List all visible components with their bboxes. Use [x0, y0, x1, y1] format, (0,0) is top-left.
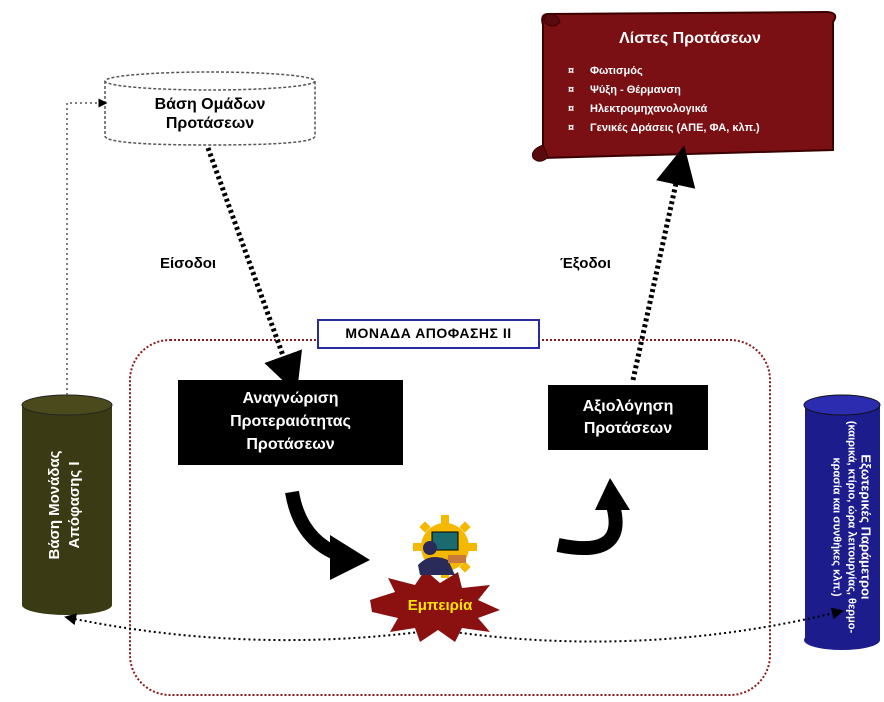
- bullet-icon: ¤: [568, 103, 575, 115]
- decision-unit-ii-title: ΜΟΝΑΔΑ ΑΠΟΦΑΣΗΣ ΙΙ: [345, 325, 512, 341]
- left-curved-arrow: [285, 490, 370, 580]
- proposal-list-item-label: Γενικές Δράσεις (ΑΠΕ, ΦΑ, κλπ.): [590, 122, 760, 134]
- decision-unit-i-db-line1: Βάση Μονάδας: [46, 450, 63, 560]
- external-params-db-line2: (καιρικά, κτίριο, ώρα λειτουργίας, θερμο…: [845, 420, 858, 634]
- proposal-list-item: ¤ Φωτισμός: [568, 62, 760, 81]
- outputs-arrow: [630, 145, 696, 381]
- priority-box-line2: Προτεραιότητας: [230, 413, 351, 430]
- external-params-db-shape: [803, 394, 881, 650]
- decision-unit-ii-title-box: [317, 319, 540, 349]
- proposal-list-item-label: Ηλεκτρομηχανολογικά: [590, 103, 708, 115]
- evaluation-box-label: Αξιολόγηση Προτάσεων: [548, 396, 708, 440]
- gear-person-icon: [413, 515, 477, 578]
- experience-label: Εμπειρία: [407, 597, 473, 614]
- evaluation-box-line2: Προτάσεων: [583, 420, 673, 437]
- proposal-list-item: ¤ Ψύξη - Θέρμανση: [568, 81, 760, 100]
- outputs-label: Έξοδοι: [560, 255, 611, 272]
- bullet-icon: ¤: [568, 122, 575, 134]
- proposal-list-item-label: Φωτισμός: [590, 65, 643, 77]
- db-link-line: [66, 98, 108, 395]
- proposal-list-item: ¤ Ηλεκτρομηχανολογικά: [568, 100, 760, 119]
- proposal-groups-db-shape: [104, 71, 316, 146]
- external-params-db-label: Εξωτερικές Παράμετροι (καιρικά, κτίριο, …: [812, 410, 874, 645]
- proposal-lists-scroll: [532, 10, 837, 162]
- external-params-db-line3: κρασία και συνθήκες κλπ.): [830, 457, 843, 597]
- proposal-groups-db-line2: Προτάσεων: [165, 115, 255, 132]
- priority-box-line1: Αναγνώριση: [242, 390, 339, 407]
- bullet-icon: ¤: [568, 84, 575, 96]
- experience-link-left: [64, 613, 436, 642]
- experience-burst: [370, 570, 500, 642]
- proposal-lists-items: ¤ Φωτισμός ¤ Ψύξη - Θέρμανση ¤ Ηλεκτρομηχαν…: [568, 62, 760, 138]
- decision-unit-i-db-shape: [21, 394, 113, 615]
- inputs-label: Είσοδοι: [160, 255, 217, 272]
- experience-link-right: [439, 607, 844, 643]
- proposal-lists-title: Λίστες Προτάσεων: [619, 30, 761, 47]
- proposal-groups-db-line1: Βάση Ομάδων: [154, 96, 266, 113]
- evaluation-box-shape: [548, 385, 708, 450]
- priority-box-line3: Προτάσεων: [246, 436, 335, 453]
- right-curved-arrow: [556, 478, 630, 556]
- inputs-arrow: [205, 147, 303, 394]
- decision-unit-i-db-line2: Απόφασης Ι: [66, 461, 83, 549]
- proposal-list-item: ¤ Γενικές Δράσεις (ΑΠΕ, ΦΑ, κλπ.): [568, 119, 760, 138]
- external-params-db-line1: Εξωτερικές Παράμετροι: [858, 454, 874, 600]
- bullet-icon: ¤: [568, 65, 575, 77]
- proposal-groups-db-label: Βάση Ομάδων Προτάσεων: [105, 95, 315, 133]
- priority-box-shape: [178, 380, 403, 465]
- priority-box-label: Αναγνώριση Προτεραιότητας Προτάσεων: [178, 387, 403, 456]
- decision-unit-i-db-label: Βάση Μονάδας Απόφασης Ι: [45, 405, 89, 605]
- evaluation-box-line1: Αξιολόγηση: [582, 398, 674, 415]
- proposal-list-item-label: Ψύξη - Θέρμανση: [590, 84, 681, 96]
